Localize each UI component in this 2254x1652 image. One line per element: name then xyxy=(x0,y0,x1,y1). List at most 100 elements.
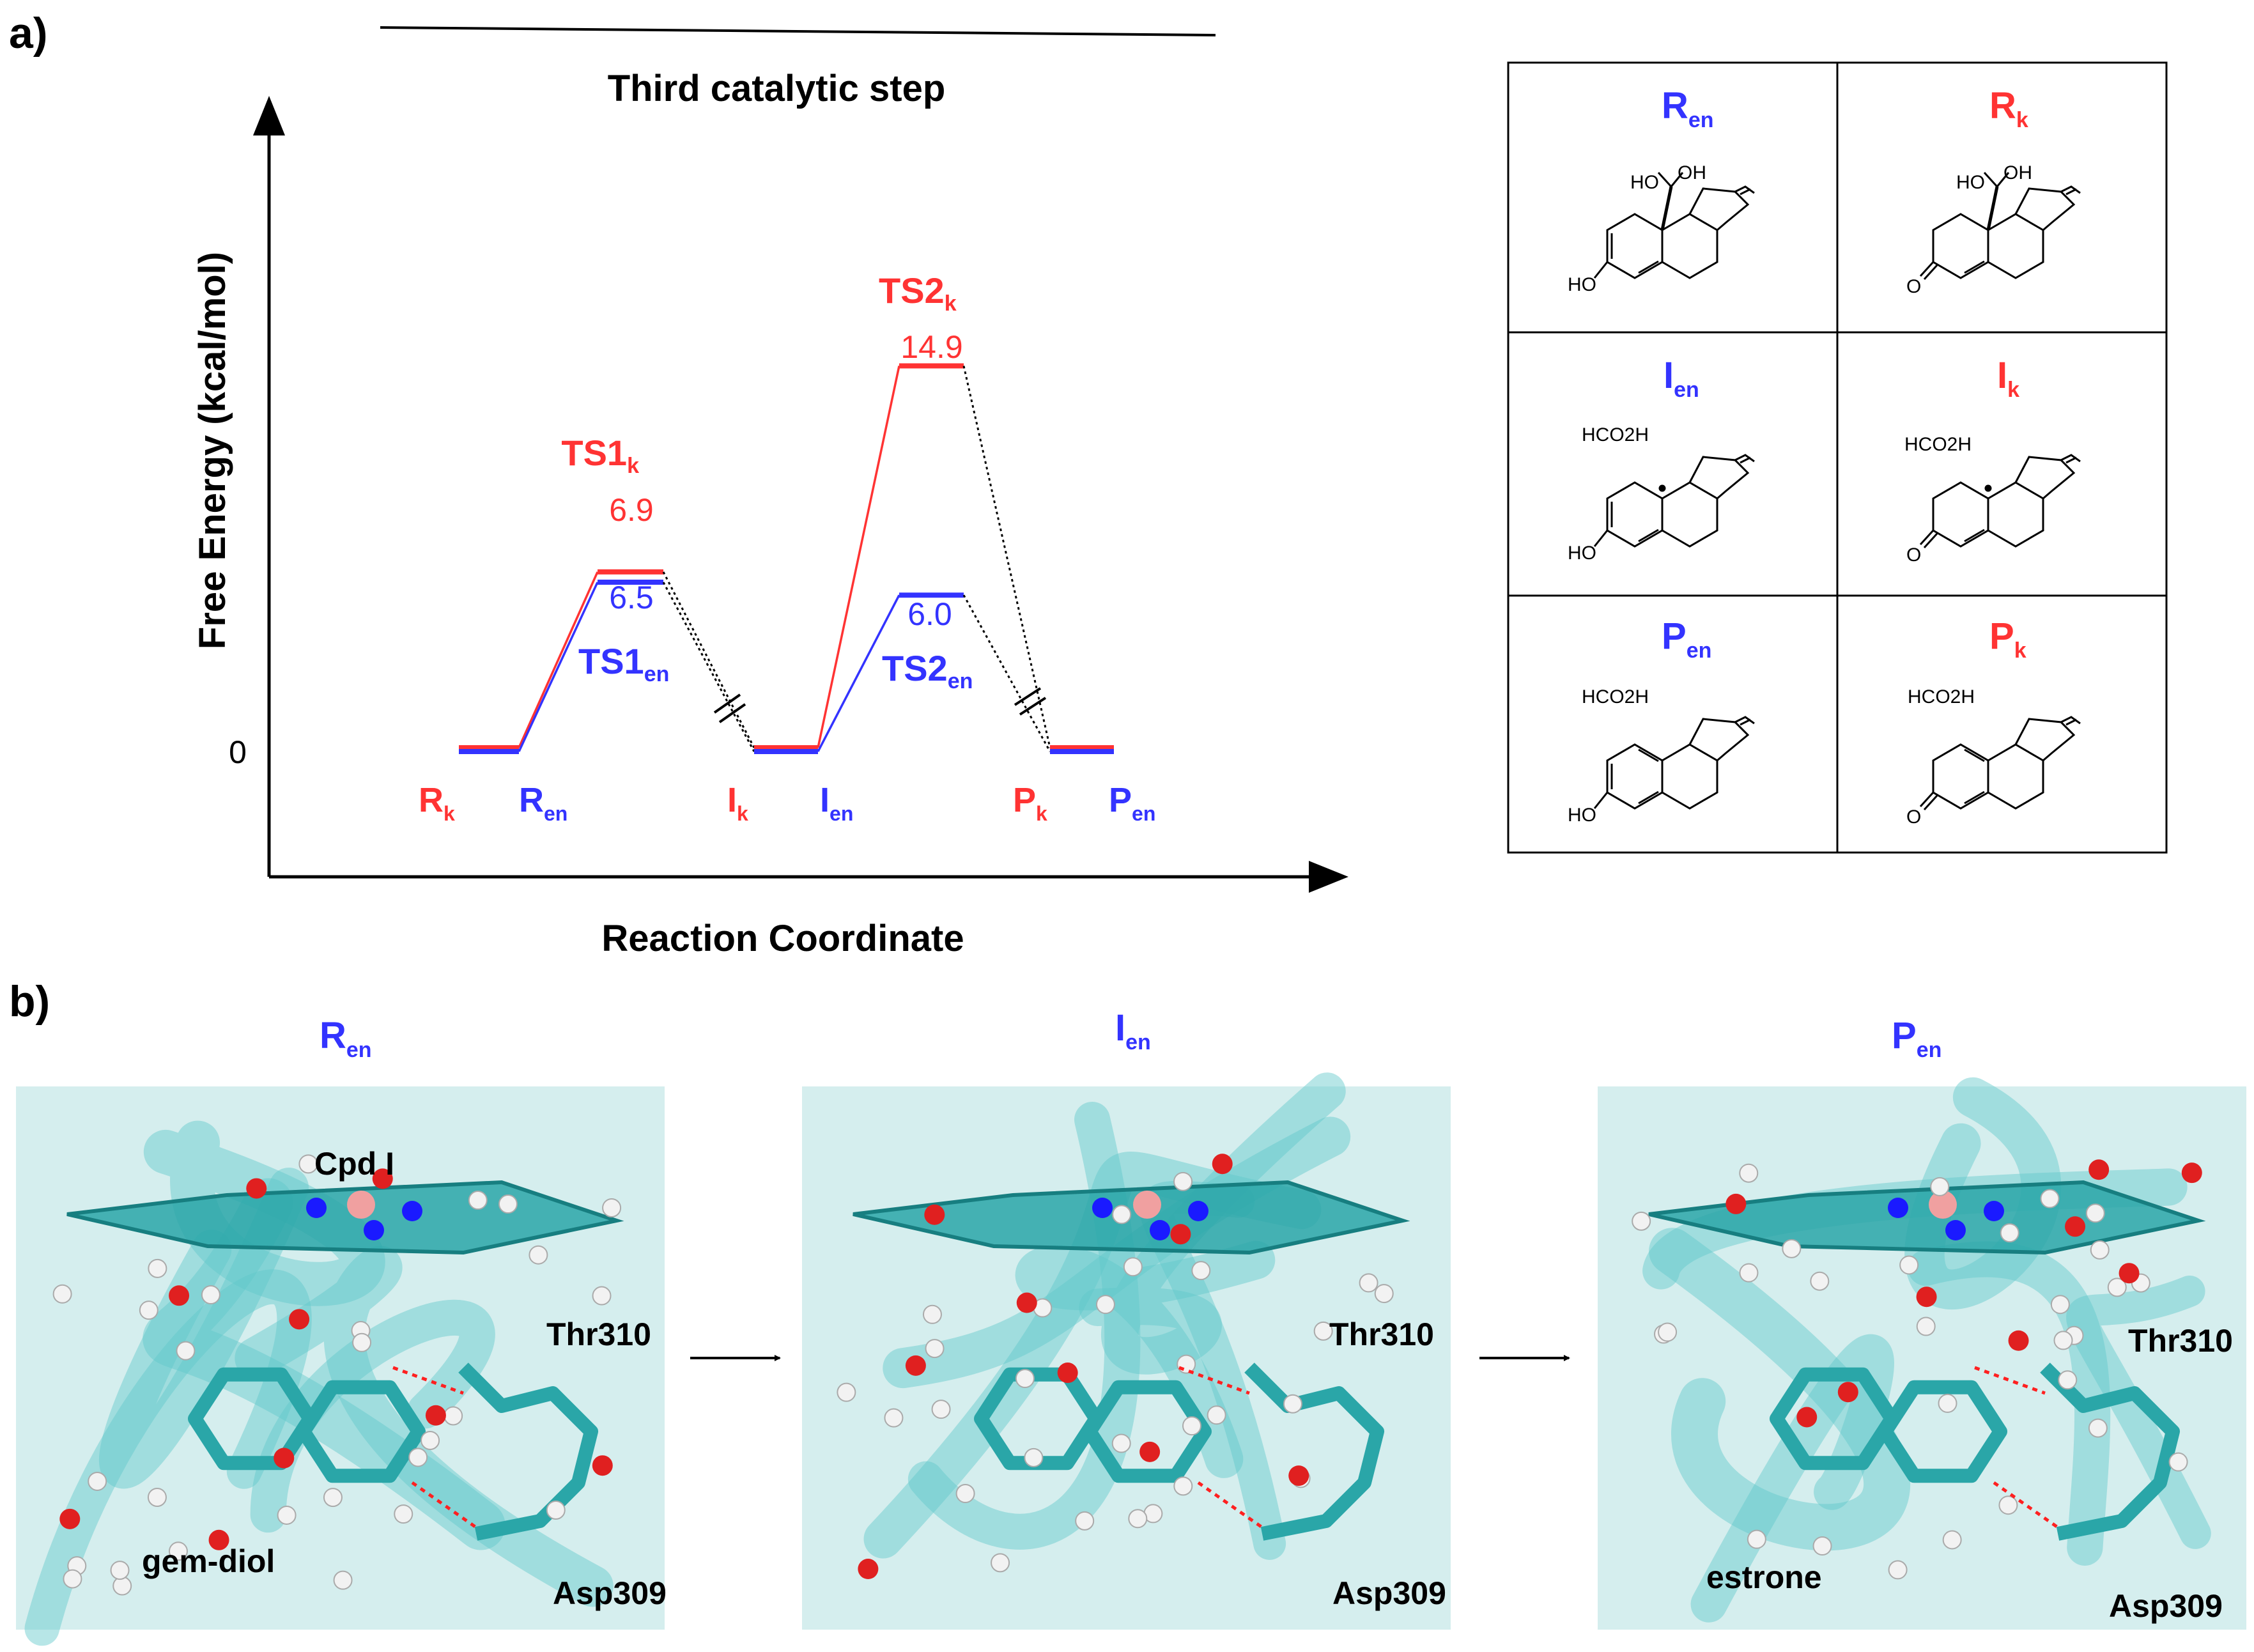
structure-render-ren xyxy=(16,1086,665,1646)
break-mark-2 xyxy=(1014,687,1047,716)
hydrogen-atom xyxy=(52,1284,72,1304)
hydrogen-atom xyxy=(1739,1263,1759,1283)
hydrogen-atom xyxy=(352,1332,372,1352)
hydrogen-atom xyxy=(2058,1370,2078,1390)
axes: 0 Free Energy (kcal/mol) Reaction Coordi… xyxy=(192,96,1348,959)
render-background xyxy=(1598,1086,2246,1630)
oxygen-atom xyxy=(372,1168,393,1189)
connector-k-R-TS1 xyxy=(518,571,599,748)
molecule-pen: HCO2H HO xyxy=(1568,686,1755,826)
label-thr310-a: Thr310 xyxy=(546,1316,651,1352)
hydrogen-atom xyxy=(323,1488,343,1508)
hydrogen-atom xyxy=(1632,1211,1651,1231)
panel-b-label: b) xyxy=(9,977,50,1026)
hydrogen-atom xyxy=(1812,1536,1832,1556)
substrate-ring xyxy=(297,1380,426,1483)
oxygen-atom xyxy=(2008,1330,2029,1351)
oxygen-atom xyxy=(208,1529,229,1550)
rk-oh-top: OH xyxy=(2003,162,2032,183)
hydrogen-atom xyxy=(63,1569,82,1589)
cell-title-rk: Rk xyxy=(1989,85,2028,132)
hydrogen-bond xyxy=(1178,1366,1250,1395)
label-asp309-c: Asp309 xyxy=(2109,1588,2223,1624)
oxygen-atom xyxy=(1796,1407,1818,1428)
hydrogen-atom xyxy=(1024,1447,1044,1467)
substrate-ring xyxy=(1770,1367,1899,1471)
connector-en-TS2-P xyxy=(962,594,1051,752)
connector-k-TS1-I xyxy=(662,571,755,748)
ts1-en-label: TS1en xyxy=(578,641,669,686)
hydrogen-atom xyxy=(110,1561,130,1580)
hydrogen-atom xyxy=(394,1504,413,1524)
hydrogen-atom xyxy=(1112,1205,1132,1224)
hydrogen-atom xyxy=(333,1570,353,1590)
structure-render-pen xyxy=(1598,1077,2246,1630)
oxygen-atom xyxy=(1212,1154,1233,1175)
state-label-ik: Ik xyxy=(727,781,748,825)
molecule-rk: HO OH O xyxy=(1906,162,2081,297)
label-asp309-a: Asp309 xyxy=(553,1575,667,1611)
state-labels: Rk Ren Ik Ien Pk Pen xyxy=(419,781,1155,825)
hydrogen-atom xyxy=(2088,1418,2108,1438)
connector-k-TS2-P xyxy=(962,366,1051,748)
oxygen-atom xyxy=(2119,1263,2140,1284)
protein-ribbon xyxy=(2066,1276,2211,1549)
label-asp309-b: Asp309 xyxy=(1332,1575,1446,1611)
protein-ribbon xyxy=(1908,1241,2111,1566)
label-thr310-c: Thr310 xyxy=(2128,1323,2233,1359)
iron-atom xyxy=(1929,1191,1957,1219)
oxygen-atom xyxy=(246,1178,267,1199)
oxygen-atom xyxy=(2065,1216,2086,1237)
hydrogen-atom xyxy=(931,1400,951,1419)
hydrogen-atom xyxy=(147,1487,167,1507)
hydrogen-atom xyxy=(602,1198,622,1217)
hydrogen-atom xyxy=(88,1471,107,1491)
nitrogen-atom xyxy=(364,1220,384,1240)
connector-en-I-TS2 xyxy=(817,594,900,752)
chart-title: Third catalytic step xyxy=(608,68,946,109)
label-estrone: estrone xyxy=(1706,1559,1822,1595)
ien-ho: HO xyxy=(1568,543,1596,564)
panel-b: b) Ren Ien Pen Cpd I Thr310 gem-diol Asp… xyxy=(9,977,2246,1646)
hydrogen-atom xyxy=(1313,1321,1333,1341)
nitrogen-atom xyxy=(1150,1220,1170,1240)
hydrogen-atom xyxy=(1374,1284,1394,1304)
oxygen-atom xyxy=(924,1204,945,1225)
ts2-en-label: TS2en xyxy=(882,648,973,693)
hydrogen-atom xyxy=(884,1408,904,1428)
panel-a-label: a) xyxy=(9,9,47,58)
hydrogen-bond xyxy=(1993,1481,2059,1529)
oxygen-atom xyxy=(1139,1441,1161,1462)
x-axis-arrow xyxy=(1309,861,1348,893)
state-label-pk: Pk xyxy=(1013,781,1047,825)
oxygen-atom xyxy=(1016,1292,1037,1313)
label-cpd-i: Cpd I xyxy=(314,1146,394,1182)
connector-en-R-TS1 xyxy=(518,582,599,752)
oxygen-atom xyxy=(1916,1286,1937,1308)
nitrogen-atom xyxy=(1092,1198,1113,1218)
panel-a: a) Third catalytic step 0 Free Energy (k… xyxy=(9,9,1348,959)
hydrogen-atom xyxy=(1177,1354,1196,1374)
pk-o: O xyxy=(1906,807,1921,828)
state-label-ien: Ien xyxy=(820,781,853,825)
iron-atom xyxy=(347,1191,375,1219)
y-axis-arrow xyxy=(253,96,285,135)
energy-profile xyxy=(459,363,1114,754)
ts1-en-value: 6.5 xyxy=(609,580,654,615)
residue-sticks xyxy=(2040,1363,2180,1541)
hydrogen-atom xyxy=(922,1304,942,1324)
hydrogen-atom xyxy=(1015,1369,1035,1389)
structure-render-ien xyxy=(802,1072,1451,1630)
hydrogen-atom xyxy=(1916,1316,1936,1336)
x-axis-label: Reaction Coordinate xyxy=(601,918,964,959)
hydrogen-atom xyxy=(277,1505,297,1525)
hydrogen-atom xyxy=(1075,1511,1095,1531)
nitrogen-atom xyxy=(306,1198,327,1218)
oxygen-atom xyxy=(2088,1159,2110,1180)
hydrogen-bond xyxy=(411,1481,477,1529)
ts2-en-value: 6.0 xyxy=(907,596,952,632)
hydrogen-atom xyxy=(1283,1394,1302,1414)
hydrogen-atom xyxy=(1899,1255,1919,1275)
hydrogen-atom xyxy=(2107,1278,2127,1297)
ren-ho-ring: HO xyxy=(1568,274,1596,295)
